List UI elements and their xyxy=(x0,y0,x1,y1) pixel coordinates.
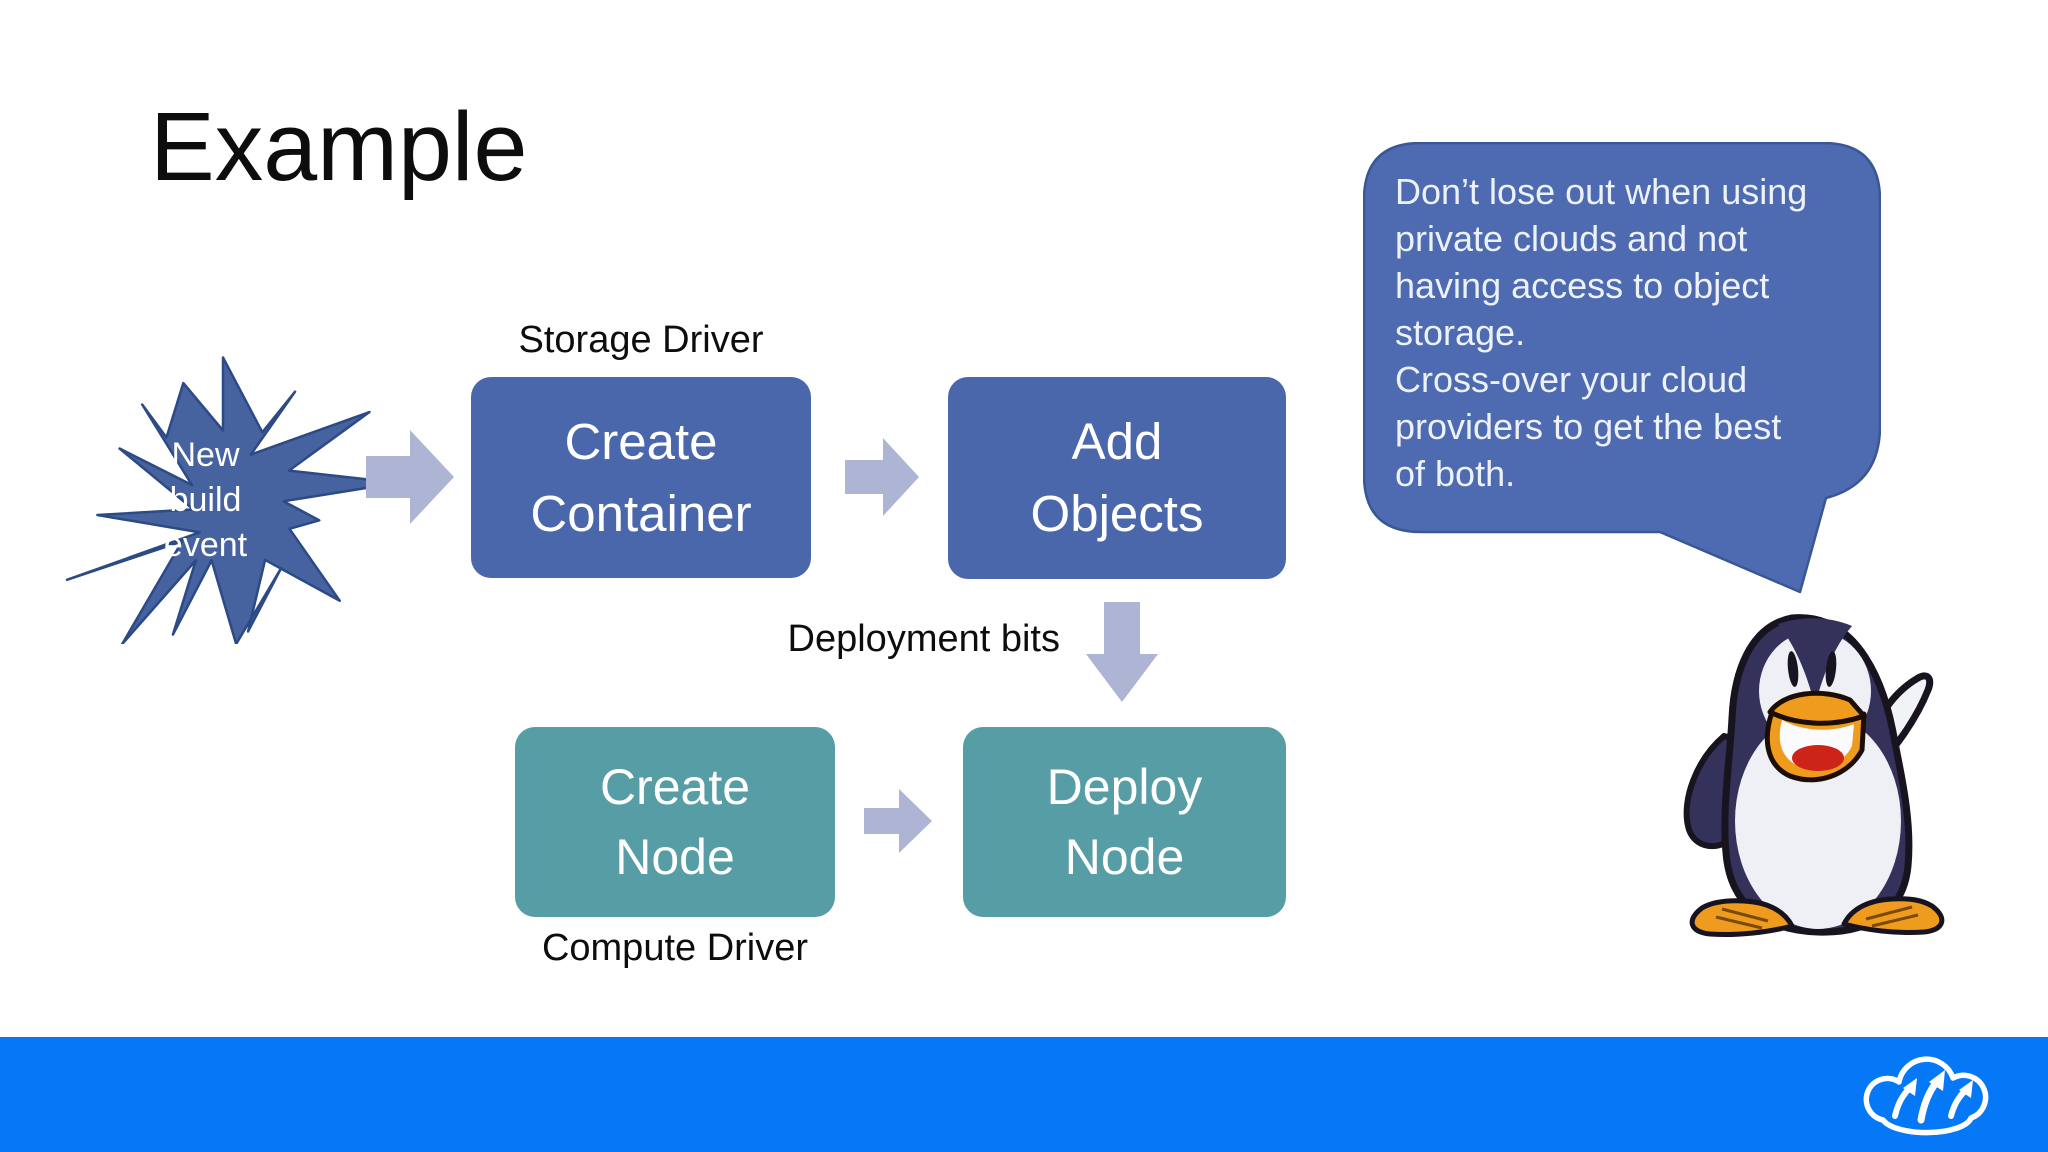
text-line: of both. xyxy=(1395,453,1516,494)
text-line: Node xyxy=(615,829,735,885)
flow-arrow-down-icon xyxy=(1086,602,1158,702)
text-line: event xyxy=(163,526,248,564)
text-line: Cross-over your cloud xyxy=(1395,359,1748,400)
text-line: Node xyxy=(1064,829,1185,885)
text-line: private clouds and not xyxy=(1395,218,1748,259)
text-line: Deploy xyxy=(1046,759,1203,815)
text-line: Objects xyxy=(1030,485,1204,542)
starburst-shape xyxy=(48,352,398,644)
penguin-mascot-illustration xyxy=(1683,614,1945,938)
speech-bubble-text: Don’t lose out when using private clouds … xyxy=(1395,168,1845,497)
cloud-arrows-logo xyxy=(1863,1056,1989,1136)
storage-driver-label: Storage Driver xyxy=(518,319,764,361)
text-line: Create xyxy=(599,759,751,815)
flow-arrow-right-icon xyxy=(845,438,919,516)
text-line: providers to get the best xyxy=(1395,406,1782,447)
text-line: build xyxy=(169,481,242,519)
text-line: having access to object xyxy=(1395,265,1770,306)
text-line: New xyxy=(171,436,240,474)
page-title: Example xyxy=(150,92,528,201)
starburst-label: New build event xyxy=(98,433,313,568)
text-line: Don’t lose out when using xyxy=(1395,171,1808,212)
deployment-bits-label: Deployment bits xyxy=(787,618,1060,660)
compute-driver-label: Compute Driver xyxy=(541,927,809,969)
flow-arrow-right-icon xyxy=(366,430,454,524)
text-line: Add xyxy=(1071,413,1163,470)
text-line: Create xyxy=(564,412,718,470)
footer-bar xyxy=(0,1037,2048,1152)
text-line: Container xyxy=(530,484,752,542)
flow-arrow-right-icon xyxy=(864,789,932,853)
speech-bubble xyxy=(1363,142,1881,594)
text-line: storage. xyxy=(1395,312,1526,353)
